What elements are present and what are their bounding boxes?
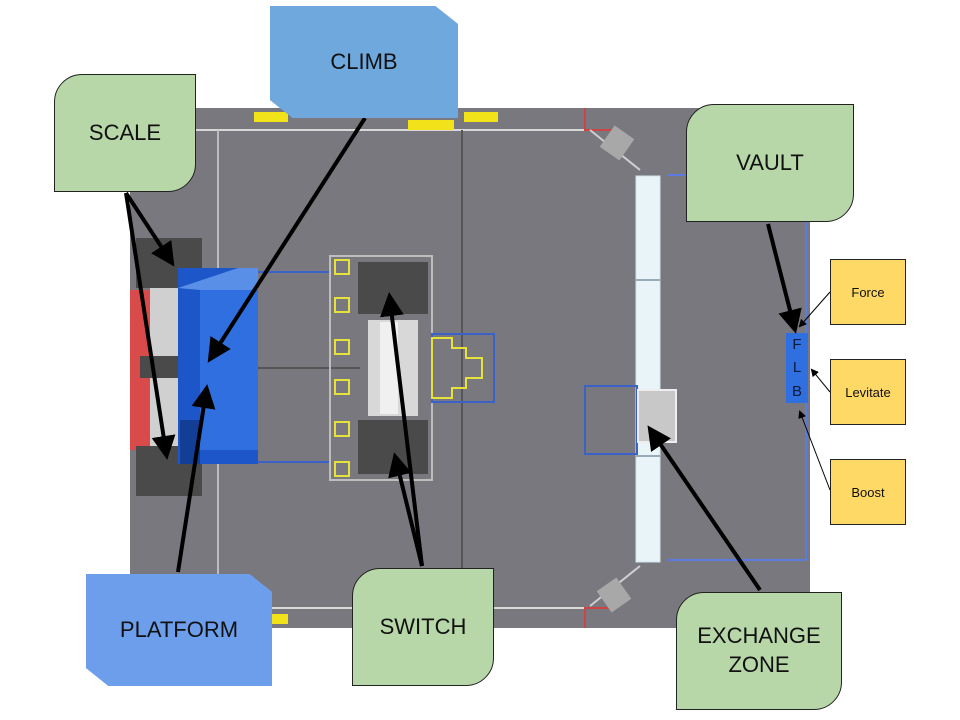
- vault-label: VAULT: [686, 104, 854, 222]
- exchange-zone-label: EXCHANGE ZONE: [676, 592, 842, 710]
- vault-letter-levitate: L: [792, 359, 802, 377]
- climb-label: CLIMB: [270, 6, 458, 118]
- vault-letter-boost: B: [791, 382, 802, 400]
- scale-label: SCALE: [54, 74, 196, 192]
- vault-label-text: VAULT: [736, 149, 804, 175]
- climb-label-text: CLIMB: [330, 48, 398, 74]
- levitate-powerup-label: Levitate: [830, 359, 906, 425]
- exchange-zone-label-text: EXCHANGE ZONE: [697, 623, 821, 677]
- switch-plate-bottom: [358, 420, 428, 474]
- switch-label-text: SWITCH: [379, 613, 467, 639]
- switch-plate-top: [358, 262, 428, 314]
- platform-label-text: PLATFORM: [119, 616, 239, 642]
- boost-label-text: Boost: [851, 484, 885, 500]
- levitate-label-text: Levitate: [845, 384, 891, 400]
- exchange-wall: [635, 175, 661, 563]
- vault-letter-force: F: [792, 336, 802, 354]
- vault-powerup-column: F L B: [786, 333, 808, 403]
- scale-label-text: SCALE: [88, 119, 162, 145]
- force-label-text: Force: [851, 284, 885, 300]
- boost-powerup-label: Boost: [830, 459, 906, 525]
- force-powerup-label: Force: [830, 259, 906, 325]
- platform-label: PLATFORM: [86, 574, 272, 686]
- switch-label: SWITCH: [352, 568, 494, 686]
